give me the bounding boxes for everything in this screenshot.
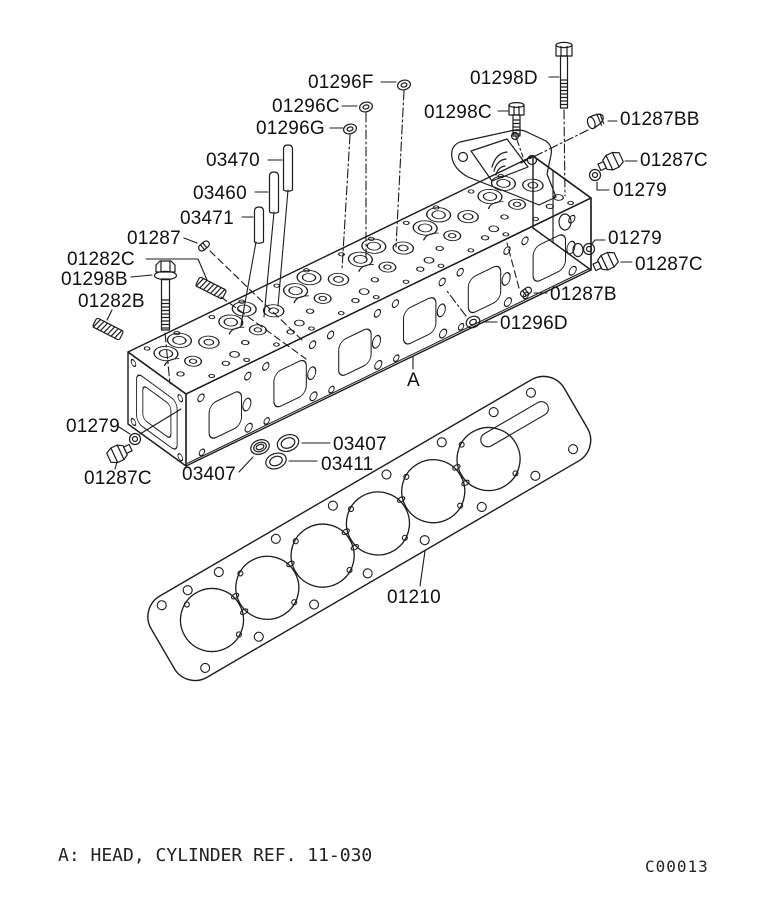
part-seal-03407-a bbox=[250, 439, 270, 455]
label-01298b: 01298B bbox=[61, 269, 128, 290]
label-01282b: 01282B bbox=[78, 291, 145, 312]
label-03460: 03460 bbox=[193, 183, 247, 204]
part-cap-01296f bbox=[395, 78, 413, 92]
label-01287bb: 01287BB bbox=[620, 109, 700, 130]
part-cap-01296g bbox=[341, 122, 359, 136]
part-cap-01296c bbox=[357, 100, 375, 114]
part-stud-03470 bbox=[282, 144, 294, 192]
head-end-face-detail bbox=[130, 358, 184, 462]
label-01287c-2: 01287C bbox=[635, 254, 703, 275]
part-seal-03407-b bbox=[276, 433, 300, 453]
part-plug-01287c-2 bbox=[590, 249, 621, 276]
part-bolt-01298b bbox=[153, 260, 178, 331]
label-01279-2: 01279 bbox=[608, 228, 662, 249]
label-01296f: 01296F bbox=[308, 72, 374, 93]
label-01287: 01287 bbox=[127, 228, 181, 249]
part-stud-01282c bbox=[194, 276, 228, 300]
label-03471: 03471 bbox=[180, 208, 234, 229]
label-03407-l: 03407 bbox=[182, 464, 236, 485]
head-gasket-drawing bbox=[147, 375, 592, 682]
part-washer-01279-2 bbox=[582, 242, 596, 256]
leader-lines bbox=[106, 76, 638, 587]
part-plug-01287bb bbox=[586, 113, 605, 130]
view-marker-a: A bbox=[407, 370, 420, 391]
label-03470: 03470 bbox=[206, 150, 260, 171]
label-01287c-1: 01287C bbox=[640, 150, 708, 171]
part-washer-01279-3 bbox=[128, 432, 142, 446]
part-pin-01287 bbox=[196, 239, 212, 253]
head-front-face-detail bbox=[186, 211, 590, 464]
part-bolt-01298c bbox=[508, 101, 525, 137]
label-03407-r: 03407 bbox=[333, 434, 387, 455]
part-seal-03411 bbox=[265, 452, 287, 470]
footer-reference-note: A: HEAD, CYLINDER REF. 11-030 bbox=[58, 845, 373, 866]
part-stud-03460 bbox=[268, 171, 280, 214]
label-03411: 03411 bbox=[321, 454, 374, 475]
part-stud-01282b bbox=[91, 317, 125, 341]
label-01298c: 01298C bbox=[424, 102, 492, 123]
dashed-leaders bbox=[209, 242, 520, 360]
label-01210: 01210 bbox=[387, 587, 441, 608]
label-01279-1: 01279 bbox=[613, 180, 667, 201]
center-lines bbox=[164, 90, 589, 385]
label-01287b: 01287B bbox=[550, 284, 617, 305]
part-stud-03471 bbox=[253, 206, 265, 244]
part-bolt-01298d bbox=[555, 41, 573, 109]
label-01298d: 01298D bbox=[470, 68, 538, 89]
label-01279-3: 01279 bbox=[66, 416, 120, 437]
part-plug-01287c-3 bbox=[104, 439, 135, 466]
label-01287c-3: 01287C bbox=[84, 468, 152, 489]
figure-code: C00013 bbox=[645, 857, 709, 876]
part-plug-01287c-1 bbox=[595, 149, 626, 176]
label-01296g: 01296G bbox=[256, 118, 325, 139]
label-01296d: 01296D bbox=[500, 313, 568, 334]
label-01282c: 01282C bbox=[67, 249, 135, 270]
hanger-bracket bbox=[451, 129, 557, 206]
part-washer-01279-1 bbox=[588, 168, 602, 182]
part-ring-01296d bbox=[465, 315, 481, 329]
label-01296c: 01296C bbox=[272, 96, 340, 117]
cylinder-head-drawing bbox=[127, 155, 592, 467]
